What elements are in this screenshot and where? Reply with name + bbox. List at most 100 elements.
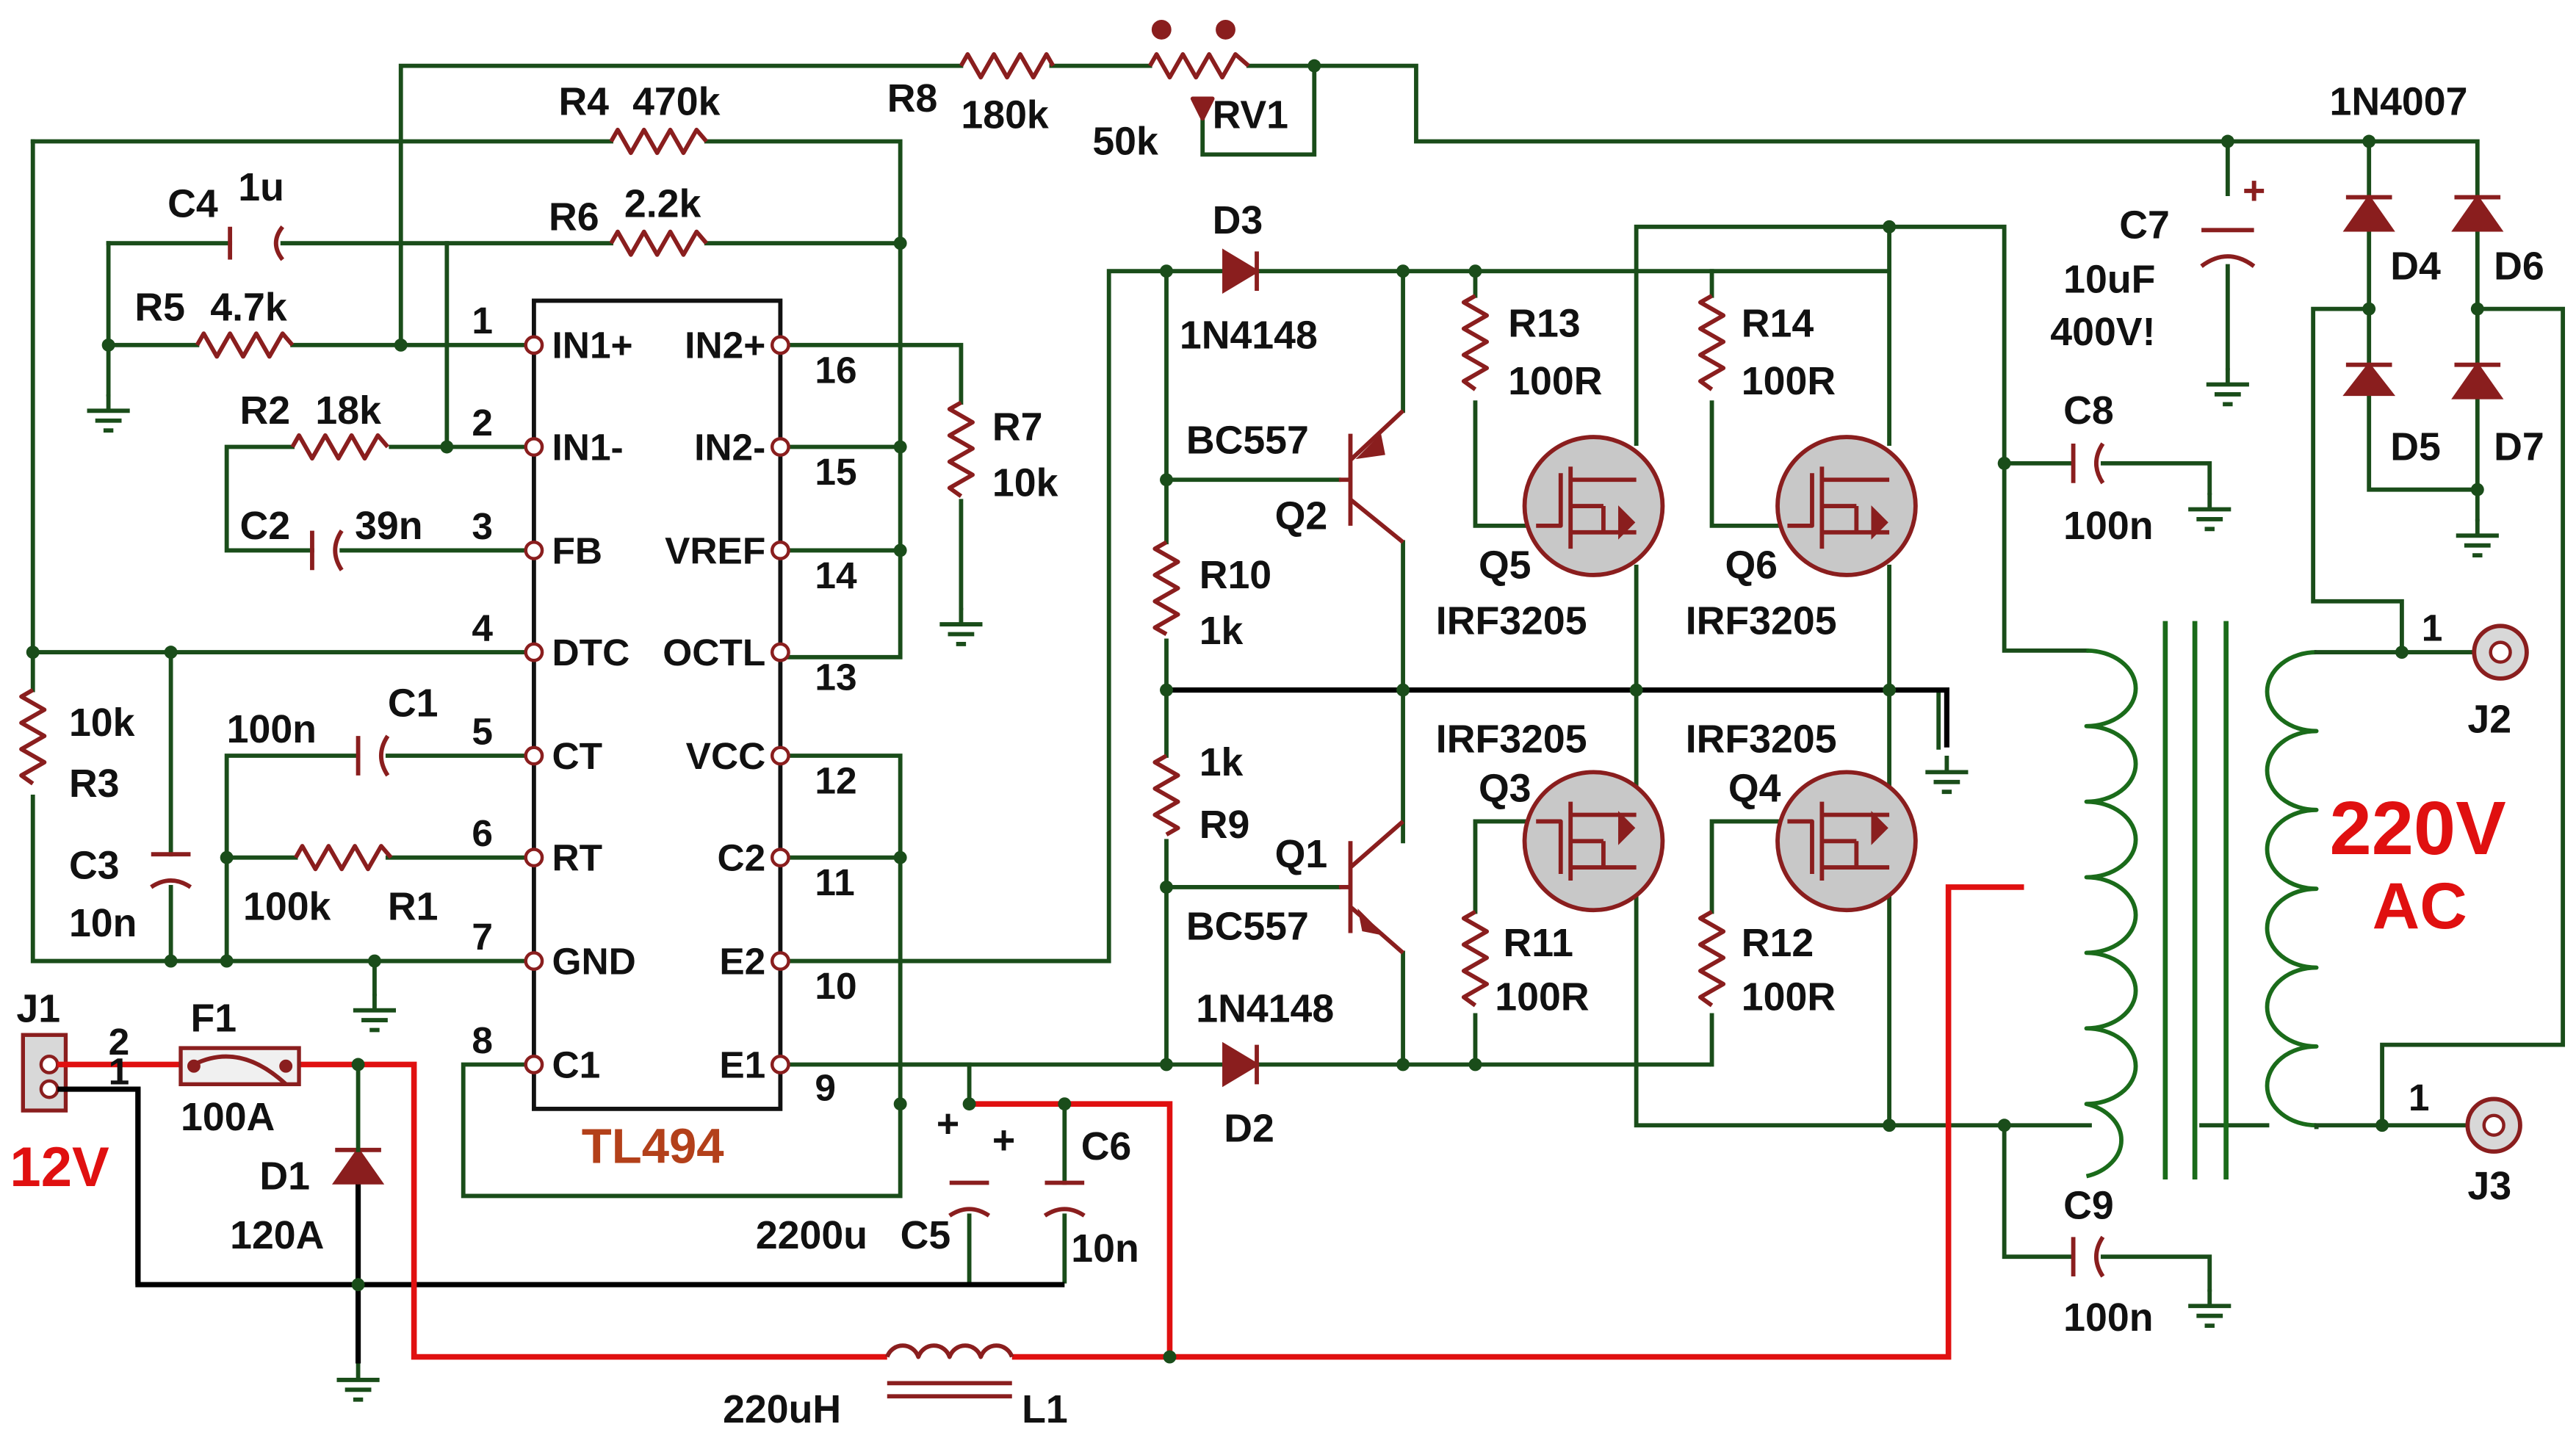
c2-ref: C2 bbox=[240, 504, 291, 548]
c8-value: 100n bbox=[2063, 504, 2153, 548]
d4-ref: D4 bbox=[2390, 244, 2441, 288]
q1-value: BC557 bbox=[1186, 904, 1309, 948]
bridge-value: 1N4007 bbox=[2330, 80, 2468, 124]
q6-ref: Q6 bbox=[1725, 543, 1778, 587]
c4-value: 1u bbox=[238, 165, 284, 209]
pin-number: 14 bbox=[815, 554, 857, 596]
pin-name: CT bbox=[552, 734, 603, 777]
r5-value: 4.7k bbox=[210, 285, 287, 329]
r4-value: 470k bbox=[632, 80, 721, 124]
q3-value: IRF3205 bbox=[1436, 718, 1587, 762]
d6-ref: D6 bbox=[2494, 244, 2544, 288]
diodes: D3 1N4148 1N4148 D2 D1 120A 1N4007 D4 D6… bbox=[230, 80, 2544, 1257]
c5-plus: + bbox=[937, 1102, 959, 1146]
pin-name: IN2+ bbox=[685, 324, 765, 366]
r10-value: 1k bbox=[1199, 609, 1244, 653]
pin-name: E2 bbox=[719, 939, 765, 982]
junctions bbox=[26, 59, 2484, 1364]
pin-number: 5 bbox=[472, 709, 493, 752]
r2-value: 18k bbox=[315, 389, 381, 433]
pin-name: OCTL bbox=[663, 631, 765, 673]
ic-name: TL494 bbox=[582, 1119, 724, 1174]
j1-pin-b: 1 bbox=[109, 1049, 130, 1092]
pin-number: 15 bbox=[815, 450, 856, 493]
q3-ref: Q3 bbox=[1479, 767, 1531, 811]
d1-ref: D1 bbox=[259, 1154, 310, 1198]
l1-value: 220uH bbox=[723, 1387, 841, 1431]
l1-ref: L1 bbox=[1022, 1387, 1068, 1431]
resistors: R4 470k R6 2.2k R5 4.7k R2 18k 100k R1 1… bbox=[19, 19, 1836, 1019]
j3-ref: J3 bbox=[2467, 1164, 2511, 1208]
q1-ref: Q1 bbox=[1275, 832, 1328, 876]
pin-name: IN1+ bbox=[552, 324, 633, 366]
wires bbox=[30, 63, 2566, 1292]
r5-ref: R5 bbox=[134, 285, 185, 329]
j2-ref: J2 bbox=[2467, 698, 2511, 742]
c4-ref: C4 bbox=[167, 181, 218, 225]
d2-value: 1N4148 bbox=[1196, 986, 1334, 1030]
r9-ref: R9 bbox=[1199, 803, 1250, 847]
c6-value: 10n bbox=[1071, 1226, 1139, 1271]
pin-name: VREF bbox=[665, 529, 765, 571]
pin-number: 2 bbox=[472, 401, 493, 444]
pin-name: GND bbox=[552, 939, 636, 982]
r7-ref: R7 bbox=[992, 405, 1043, 449]
r13-value: 100R bbox=[1508, 359, 1602, 403]
c7-ref: C7 bbox=[2119, 203, 2170, 247]
output-voltage-label: 220V bbox=[2330, 786, 2506, 870]
c5-value: 2200u bbox=[756, 1213, 867, 1257]
pin-name: FB bbox=[552, 529, 603, 571]
r14-value: 100R bbox=[1742, 359, 1836, 403]
r4-ref: R4 bbox=[558, 80, 609, 124]
c3-ref: C3 bbox=[69, 844, 120, 888]
j1-ref: J1 bbox=[16, 986, 60, 1030]
d2-ref: D2 bbox=[1224, 1107, 1274, 1151]
f1-value: 100A bbox=[181, 1095, 275, 1139]
input-voltage-label: 12V bbox=[10, 1136, 109, 1199]
rv1-ref: RV1 bbox=[1213, 93, 1288, 137]
pin-number: 9 bbox=[815, 1066, 836, 1109]
r3-value: 10k bbox=[69, 701, 135, 745]
r6-ref: R6 bbox=[549, 195, 599, 239]
r1-value: 100k bbox=[243, 885, 331, 929]
q4-ref: Q4 bbox=[1728, 767, 1781, 811]
r12-value: 100R bbox=[1742, 975, 1836, 1019]
f1-ref: F1 bbox=[190, 997, 237, 1041]
c6-ref: C6 bbox=[1081, 1124, 1132, 1168]
j3-pin: 1 bbox=[2409, 1076, 2430, 1119]
pin-name: IN1- bbox=[552, 425, 624, 468]
d5-ref: D5 bbox=[2390, 424, 2441, 469]
pin-number: 11 bbox=[815, 861, 854, 903]
r8-value: 180k bbox=[961, 93, 1049, 137]
j1-pin-a: 2 bbox=[109, 1020, 130, 1063]
transistors: BC557 Q2 Q1 BC557 Q5 IRF3205 Q6 IRF3205 … bbox=[1186, 409, 1918, 955]
pin-number: 8 bbox=[472, 1019, 493, 1061]
q5-ref: Q5 bbox=[1479, 543, 1531, 587]
transformer bbox=[2084, 621, 2404, 1180]
d1-value: 120A bbox=[230, 1213, 324, 1257]
r9-value: 1k bbox=[1199, 740, 1244, 784]
pin-number: 6 bbox=[472, 812, 493, 854]
c1-value: 100n bbox=[227, 707, 317, 751]
c1-ref: C1 bbox=[388, 681, 439, 725]
r6-value: 2.2k bbox=[624, 181, 701, 225]
c7-plus: + bbox=[2243, 168, 2265, 212]
output-ac-label: AC bbox=[2373, 869, 2467, 942]
pin-number: 7 bbox=[472, 915, 493, 958]
pin-name: E1 bbox=[719, 1043, 765, 1085]
pin-number: 1 bbox=[472, 299, 493, 342]
ic-pin-circles bbox=[524, 335, 790, 1074]
r10-ref: R10 bbox=[1199, 553, 1271, 597]
q2-value: BC557 bbox=[1186, 418, 1309, 462]
c9-value: 100n bbox=[2063, 1296, 2153, 1340]
r13-ref: R13 bbox=[1508, 302, 1580, 346]
pin-name: DTC bbox=[552, 631, 630, 673]
r1-ref: R1 bbox=[388, 885, 439, 929]
r8-ref: R8 bbox=[887, 76, 938, 120]
pin-name: VCC bbox=[686, 734, 766, 777]
pin-number: 4 bbox=[472, 606, 493, 648]
q4-value: IRF3205 bbox=[1686, 718, 1837, 762]
pin-name: RT bbox=[552, 836, 603, 879]
q2-ref: Q2 bbox=[1275, 494, 1328, 538]
c2-value: 39n bbox=[355, 504, 422, 548]
